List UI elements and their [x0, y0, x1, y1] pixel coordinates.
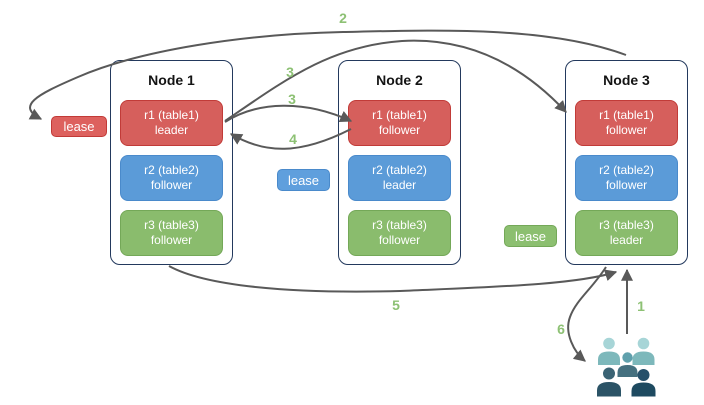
replica-role: follower	[378, 123, 421, 137]
replica-role: leader	[382, 178, 417, 192]
replica-name: r1 (table1)	[144, 108, 199, 122]
replica-r3-node2: r3 (table3) follower	[348, 210, 451, 256]
replica-role: follower	[150, 233, 193, 247]
replica-name: r3 (table3)	[372, 218, 427, 232]
replica-r2-node3: r2 (table2) follower	[575, 155, 678, 201]
node-2: Node 2 r1 (table1) follower r2 (table2) …	[338, 60, 461, 265]
replica-role: follower	[378, 233, 421, 247]
replica-role: follower	[605, 123, 648, 137]
replica-r1-node3: r1 (table1) follower	[575, 100, 678, 146]
arrow-label-5: 5	[392, 297, 400, 313]
arrow-step-5	[168, 265, 618, 293]
arrow-label-3a: 3	[286, 64, 294, 80]
replica-name: r3 (table3)	[144, 218, 199, 232]
replica-name: r2 (table2)	[144, 163, 199, 177]
arrow-label-3b: 3	[288, 91, 296, 107]
replica-name: r2 (table2)	[372, 163, 427, 177]
replica-r3-node1: r3 (table3) follower	[120, 210, 223, 256]
lease-badge-table3: lease	[504, 225, 557, 247]
node-3: Node 3 r1 (table1) follower r2 (table2) …	[565, 60, 688, 265]
replica-role: leader	[609, 233, 644, 247]
replica-name: r1 (table1)	[372, 108, 427, 122]
replica-r1-node2: r1 (table1) follower	[348, 100, 451, 146]
arrow-label-4: 4	[289, 131, 297, 147]
arrow-label-1: 1	[637, 298, 645, 314]
replica-r1-node1: r1 (table1) leader	[120, 100, 223, 146]
arrow-label-2: 2	[339, 10, 347, 26]
replica-name: r2 (table2)	[599, 163, 654, 177]
replica-role: follower	[150, 178, 193, 192]
node-title: Node 3	[603, 72, 650, 88]
replica-name: r1 (table1)	[599, 108, 654, 122]
replica-r2-node2: r2 (table2) leader	[348, 155, 451, 201]
lease-badge-table1: lease	[51, 116, 107, 137]
arrow-step-3b	[224, 104, 353, 123]
replica-r2-node1: r2 (table2) follower	[120, 155, 223, 201]
arrow-label-6: 6	[557, 321, 565, 337]
node-title: Node 2	[376, 72, 423, 88]
replica-name: r3 (table3)	[599, 218, 654, 232]
replica-r3-node3: r3 (table3) leader	[575, 210, 678, 256]
users-icon	[597, 337, 656, 397]
node-1: Node 1 r1 (table1) leader r2 (table2) fo…	[110, 60, 233, 265]
node-title: Node 1	[148, 72, 195, 88]
replica-role: leader	[154, 123, 189, 137]
arrow-step-6	[567, 266, 607, 362]
lease-badge-table2: lease	[277, 169, 330, 191]
replica-role: follower	[605, 178, 648, 192]
